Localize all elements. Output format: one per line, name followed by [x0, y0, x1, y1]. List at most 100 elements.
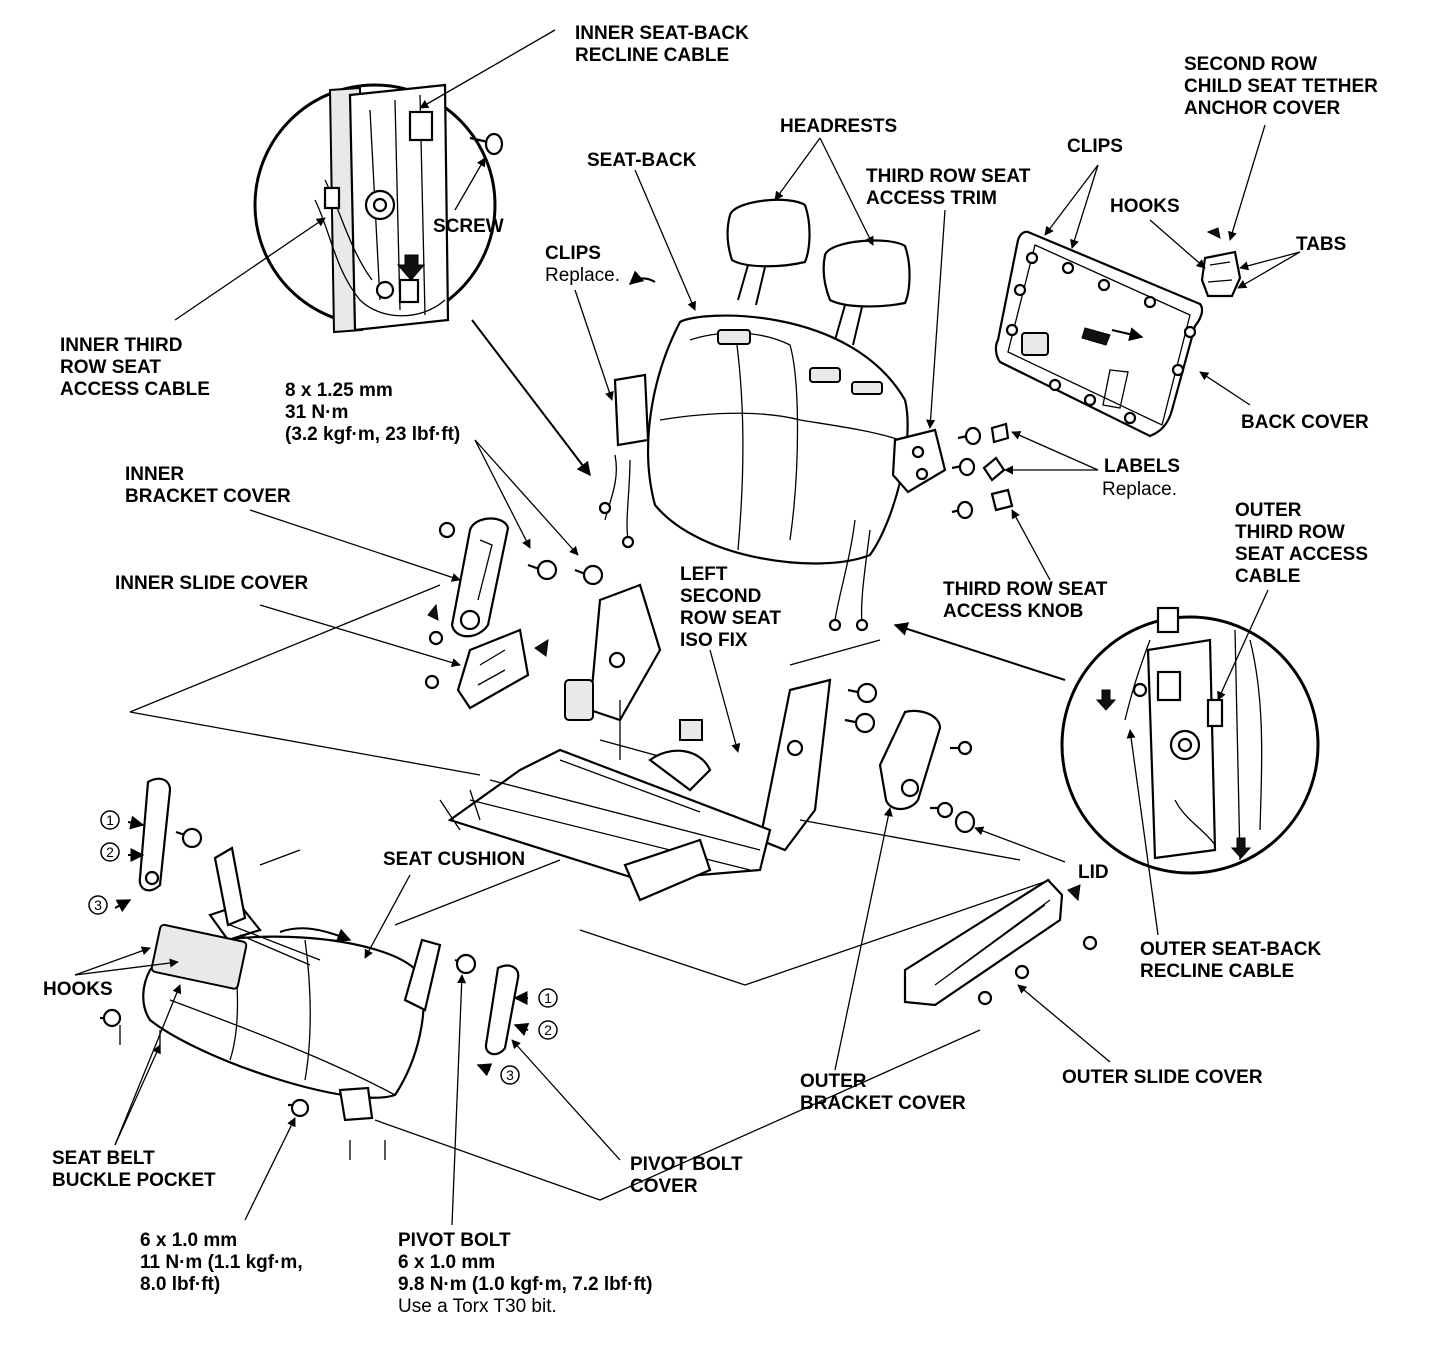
outer-slide-cover [903, 878, 1098, 1007]
access-knob [990, 488, 1014, 512]
svg-text:THIRD ROW: THIRD ROW [1235, 522, 1345, 543]
svg-text:ACCESS CABLE: ACCESS CABLE [60, 379, 210, 400]
label-clips-right: CLIPS [1067, 136, 1123, 157]
label-second-row-tether: SECOND ROW CHILD SEAT TETHER ANCHOR COVE… [1184, 54, 1378, 119]
leader-lines [74, 29, 1301, 1226]
svg-text:ROW SEAT: ROW SEAT [60, 357, 161, 378]
cushion-hinge-left [138, 777, 172, 892]
svg-text:INNER SEAT-BACK: INNER SEAT-BACK [575, 23, 749, 44]
step-markers: 1 2 3 1 2 3 [88, 810, 558, 1085]
motion-arrows [114, 270, 1144, 1077]
svg-text:3: 3 [506, 1067, 514, 1083]
label-labels-part: LABELS Replace. [1102, 456, 1180, 500]
svg-text:THIRD ROW SEAT: THIRD ROW SEAT [866, 166, 1031, 187]
label-outer-recline-cable: OUTER SEAT-BACK RECLINE CABLE [1140, 939, 1321, 982]
svg-text:COVER: COVER [630, 1176, 698, 1197]
svg-text:OUTER: OUTER [800, 1071, 867, 1092]
label-inner-bracket-cover: INNER BRACKET COVER [125, 464, 291, 507]
label-stickers [982, 422, 1010, 482]
svg-text:BRACKET COVER: BRACKET COVER [125, 486, 291, 507]
label-pivot-bolt-cover: PIVOT BOLT COVER [630, 1154, 743, 1197]
lid-part [954, 810, 976, 834]
svg-text:(3.2 kgf·m, 23 lbf·ft): (3.2 kgf·m, 23 lbf·ft) [285, 424, 460, 445]
label-screw: SCREW [433, 216, 504, 237]
svg-text:ACCESS TRIM: ACCESS TRIM [866, 188, 997, 209]
svg-text:CABLE: CABLE [1235, 566, 1300, 587]
label-inner-slide-cover: INNER SLIDE COVER [115, 573, 308, 594]
svg-text:RECLINE CABLE: RECLINE CABLE [1140, 961, 1294, 982]
svg-text:SECOND ROW: SECOND ROW [1184, 54, 1317, 75]
svg-text:2: 2 [544, 1022, 552, 1038]
svg-text:6 x 1.0 mm: 6 x 1.0 mm [140, 1230, 237, 1251]
svg-text:INNER: INNER [125, 464, 184, 485]
seat-back [647, 314, 909, 565]
svg-text:1: 1 [544, 990, 552, 1006]
outer-bracket-cover [878, 709, 973, 819]
svg-text:SEAT BELT: SEAT BELT [52, 1148, 155, 1169]
svg-text:ISO FIX: ISO FIX [680, 630, 748, 651]
label-left-iso-fix: LEFT SECOND ROW SEAT ISO FIX [680, 564, 781, 651]
label-seat-cushion: SEAT CUSHION [383, 849, 525, 870]
svg-text:CHILD SEAT TETHER: CHILD SEAT TETHER [1184, 76, 1378, 97]
svg-text:SEAT ACCESS: SEAT ACCESS [1235, 544, 1368, 565]
svg-text:9.8 N·m (1.0 kgf·m, 7.2 lbf·ft: 9.8 N·m (1.0 kgf·m, 7.2 lbf·ft) [398, 1274, 652, 1295]
svg-text:SECOND: SECOND [680, 586, 761, 607]
svg-text:BUCKLE POCKET: BUCKLE POCKET [52, 1170, 216, 1191]
svg-text:Replace.: Replace. [1102, 479, 1177, 500]
back-cover [994, 230, 1204, 438]
svg-text:Replace.: Replace. [545, 265, 620, 286]
step-marker-left-2: 2 [100, 842, 120, 862]
label-seat-belt-pocket: SEAT BELT BUCKLE POCKET [52, 1148, 216, 1191]
headrest-right [822, 239, 911, 346]
third-row-access-trim [891, 428, 947, 494]
label-back-cover: BACK COVER [1241, 412, 1369, 433]
tether-anchor-cover [1200, 227, 1242, 298]
label-inner-third-row-cable: INNER THIRD ROW SEAT ACCESS CABLE [60, 335, 210, 400]
frame-bolts [527, 559, 878, 734]
svg-text:Use a Torx T30 bit.: Use a Torx T30 bit. [398, 1296, 557, 1317]
back-cover-clips [1005, 251, 1197, 425]
seat-belt-buckle-pocket [338, 1086, 374, 1122]
label-third-row-trim: THIRD ROW SEAT ACCESS TRIM [866, 166, 1031, 209]
step-marker-right-1: 1 [538, 988, 558, 1008]
pivot-bolts [100, 827, 477, 1118]
seat-back-wiring [598, 454, 871, 632]
svg-text:ROW SEAT: ROW SEAT [680, 608, 781, 629]
label-bolt-spec-bottom: 6 x 1.0 mm 11 N·m (1.1 kgf·m, 8.0 lbf·ft… [140, 1230, 303, 1295]
label-pivot-bolt: PIVOT BOLT 6 x 1.0 mm 9.8 N·m (1.0 kgf·m… [398, 1230, 652, 1317]
label-third-row-knob: THIRD ROW SEAT ACCESS KNOB [943, 579, 1108, 622]
svg-text:PIVOT BOLT: PIVOT BOLT [398, 1230, 511, 1251]
svg-text:OUTER SEAT-BACK: OUTER SEAT-BACK [1140, 939, 1321, 960]
clips-left-part [613, 373, 650, 447]
step-marker-left-3: 3 [88, 895, 108, 915]
cushion-hinge-right [484, 964, 520, 1056]
headrest-left [726, 198, 811, 306]
svg-text:LABELS: LABELS [1104, 456, 1180, 477]
label-tabs: TABS [1296, 234, 1346, 255]
label-bolt-spec-top: 8 x 1.25 mm 31 N·m (3.2 kgf·m, 23 lbf·ft… [285, 380, 460, 445]
step-marker-right-3: 3 [500, 1065, 520, 1085]
step-marker-right-2: 2 [538, 1020, 558, 1040]
label-outer-bracket-cover: OUTER BRACKET COVER [800, 1071, 966, 1114]
svg-text:11 N·m (1.1 kgf·m,: 11 N·m (1.1 kgf·m, [140, 1252, 303, 1273]
label-hooks-left: HOOKS [43, 979, 113, 1000]
svg-text:BRACKET COVER: BRACKET COVER [800, 1093, 966, 1114]
svg-text:OUTER: OUTER [1235, 500, 1302, 521]
svg-text:6 x 1.0 mm: 6 x 1.0 mm [398, 1252, 495, 1273]
inner-bracket-cover [438, 517, 510, 638]
svg-text:8.0 lbf·ft): 8.0 lbf·ft) [140, 1274, 220, 1295]
svg-text:31 N·m: 31 N·m [285, 402, 348, 423]
seat-cushion [142, 846, 442, 1099]
label-outer-third-row-cable: OUTER THIRD ROW SEAT ACCESS CABLE [1235, 500, 1368, 587]
inner-cable-detail-inset [253, 83, 497, 334]
step-marker-left-1: 1 [100, 810, 120, 830]
svg-text:THIRD ROW SEAT: THIRD ROW SEAT [943, 579, 1108, 600]
svg-text:1: 1 [106, 812, 114, 828]
svg-text:2: 2 [106, 844, 114, 860]
inner-slide-cover [424, 603, 549, 710]
svg-text:LEFT: LEFT [680, 564, 728, 585]
outer-cable-detail-inset [1060, 606, 1320, 875]
svg-text:3: 3 [94, 897, 102, 913]
label-lid: LID [1078, 862, 1109, 883]
